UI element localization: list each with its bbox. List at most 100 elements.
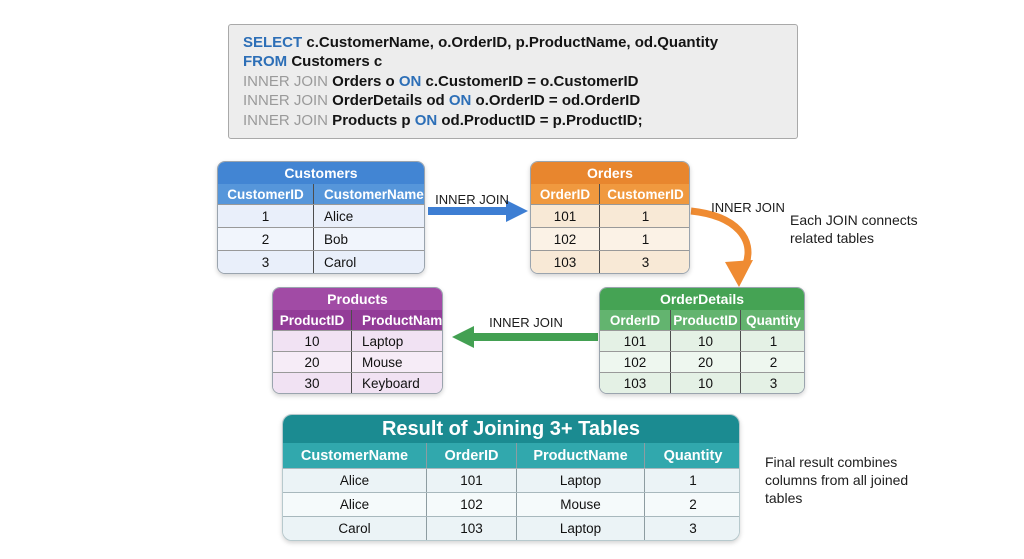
table-cell: Laptop xyxy=(516,469,644,492)
inner-join-label-orders-orderdetails: INNER JOIN xyxy=(711,200,785,215)
sql-keyword: SELECT xyxy=(243,34,303,51)
table-title: Products xyxy=(273,288,442,310)
table-cell: 3 xyxy=(261,254,270,270)
sql-text: o.OrderID = od.OrderID xyxy=(471,92,641,110)
table-cell: Mouse xyxy=(516,493,644,516)
table-cell: 1 xyxy=(644,469,739,492)
sql-line: SELECT c.CustomerName, o.OrderID, p.Prod… xyxy=(243,33,783,52)
table-header-cell: ProductName xyxy=(351,310,442,330)
table-cell: 101 xyxy=(553,208,577,224)
table-header-cell: ProductID xyxy=(279,312,345,328)
table-cell: 10 xyxy=(670,373,740,393)
table-cell: Keyboard xyxy=(351,373,442,393)
table-cell: 10 xyxy=(304,333,320,349)
table-title: Result of Joining 3+ Tables xyxy=(283,415,739,443)
table-cell: 1 xyxy=(740,331,804,351)
table-header-row: OrderID CustomerID xyxy=(531,184,689,204)
sql-line: INNER JOIN Products p ON od.ProductID = … xyxy=(243,111,783,130)
table-cell: 2 xyxy=(740,352,804,372)
table-header-cell: CustomerName xyxy=(313,184,424,204)
table-cell: 10 xyxy=(670,331,740,351)
table-cell: Laptop xyxy=(351,331,442,351)
sql-text: c.CustomerID = o.CustomerID xyxy=(421,72,639,90)
table-cell: 3 xyxy=(740,373,804,393)
sql-keyword: ON xyxy=(448,92,472,110)
table-cell: 102 xyxy=(553,231,577,247)
table-cell: Alice xyxy=(339,497,370,512)
inner-join-arrow-orders-to-orderdetails xyxy=(690,207,753,287)
sql-keyword: ON xyxy=(398,72,422,90)
table-row: 102 1 xyxy=(531,227,689,250)
table-header-cell: OrderID xyxy=(426,443,516,468)
table-row: 103 3 xyxy=(531,250,689,273)
table-cell: Mouse xyxy=(351,352,442,372)
table-cell: 20 xyxy=(304,354,320,370)
table-body: 101 1 102 1 103 3 xyxy=(531,204,689,273)
sql-text: Orders o xyxy=(328,72,399,90)
table-row: 30 Keyboard xyxy=(273,372,442,393)
inner-join-label-orderdetails-products: INNER JOIN xyxy=(489,315,563,330)
table-cell: 102 xyxy=(623,354,647,370)
table-cell: 102 xyxy=(426,493,516,516)
table-cell: 2 xyxy=(261,231,270,247)
table-header-row: CustomerID CustomerName xyxy=(218,184,424,204)
table-row: 10 Laptop xyxy=(273,330,442,351)
table-row: 20 Mouse xyxy=(273,351,442,372)
table-cell: 3 xyxy=(644,517,739,540)
sql-text: Products p xyxy=(328,111,415,129)
table-header-cell: CustomerID xyxy=(227,186,304,202)
table-cell: 20 xyxy=(670,352,740,372)
table-cell: Alice xyxy=(313,205,424,227)
table-cell: Alice xyxy=(339,473,370,488)
annotation-final-result: Final result combines columns from all j… xyxy=(765,454,909,506)
table-cell: 30 xyxy=(304,375,320,391)
sql-line: FROM Customers c xyxy=(243,52,783,71)
sql-line: INNER JOIN OrderDetails od ON o.OrderID … xyxy=(243,91,783,110)
table-cell: Carol xyxy=(338,521,371,536)
sql-text: OrderDetails od xyxy=(328,92,449,110)
table-cell: 1 xyxy=(599,205,689,227)
sql-keyword: INNER JOIN xyxy=(243,72,329,90)
sql-keyword: INNER JOIN xyxy=(243,92,329,110)
table-header-cell: Quantity xyxy=(644,443,739,468)
sql-text: c.CustomerName, o.OrderID, p.ProductName… xyxy=(302,34,719,51)
table-body: 10 Laptop 20 Mouse 30 Keyboard xyxy=(273,330,442,393)
table-header-cell: Quantity xyxy=(740,310,804,330)
sql-text: od.ProductID = p.ProductID; xyxy=(437,111,643,129)
table-header-cell: ProductName xyxy=(516,443,644,468)
table-cell: 103 xyxy=(553,254,577,270)
result-table: Result of Joining 3+ Tables CustomerName… xyxy=(282,414,740,541)
sql-line: INNER JOIN Orders o ON c.CustomerID = o.… xyxy=(243,72,783,91)
table-header-row: OrderID ProductID Quantity xyxy=(600,310,804,330)
table-cell: 3 xyxy=(599,251,689,273)
table-cell: 1 xyxy=(599,228,689,250)
table-title: OrderDetails xyxy=(600,288,804,310)
table-cell: 101 xyxy=(426,469,516,492)
table-cell: Bob xyxy=(313,228,424,250)
table-cell: 101 xyxy=(623,333,647,349)
table-header-cell: OrderID xyxy=(609,312,661,328)
table-cell: 103 xyxy=(426,517,516,540)
sql-text: Customers c xyxy=(287,53,383,71)
sql-keyword: ON xyxy=(414,111,438,129)
table-cell: 103 xyxy=(623,375,647,391)
order-details-table: OrderDetails OrderID ProductID Quantity … xyxy=(599,287,805,394)
table-title: Customers xyxy=(218,162,424,184)
table-row: 101 1 xyxy=(531,204,689,227)
table-header-cell: OrderID xyxy=(539,186,591,202)
annotation-each-join: Each JOIN connects related tables xyxy=(790,212,918,246)
